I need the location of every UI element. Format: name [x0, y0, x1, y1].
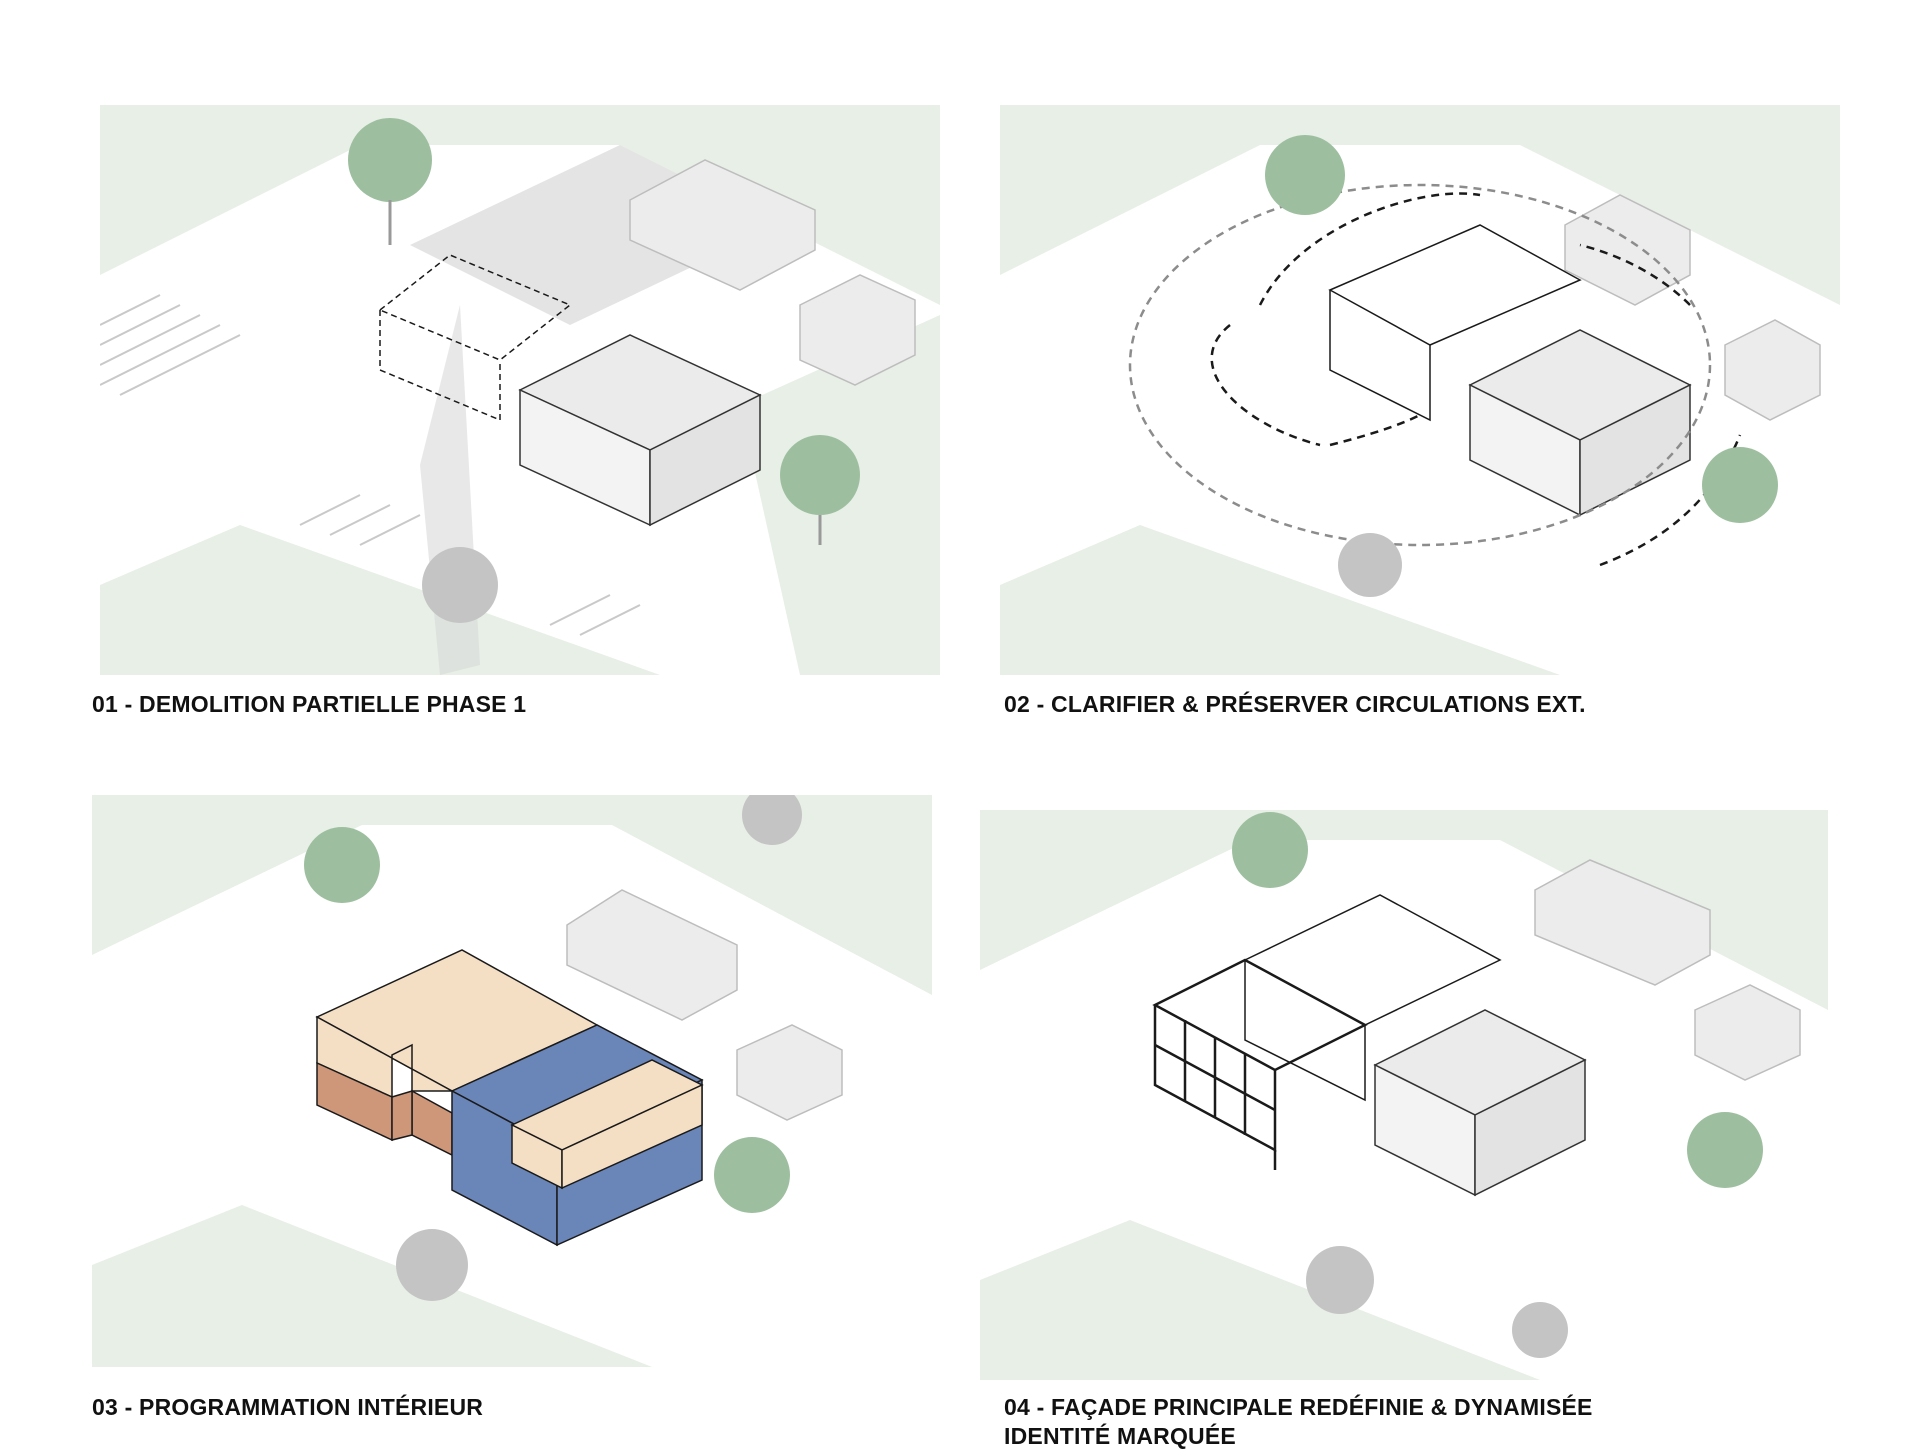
panel-03-caption: 03 - PROGRAMMATION INTÉRIEUR: [92, 1394, 484, 1420]
panel-01-caption: 01 - DEMOLITION PARTIELLE PHASE 1: [92, 691, 527, 717]
panel-04-caption-line-2: IDENTITÉ MARQUÉE: [1004, 1423, 1236, 1449]
diagram-panel-01: [100, 105, 940, 675]
diagram-panel-02: [1000, 105, 1840, 675]
panel-04-caption-line-1: 04 - FAÇADE PRINCIPALE REDÉFINIE & DYNAM…: [1004, 1394, 1593, 1420]
isometric-site-demolition: [100, 105, 940, 675]
isometric-site-circulation: [1000, 105, 1840, 675]
diagram-panel-04: [980, 810, 1828, 1380]
isometric-program-massing: [92, 795, 932, 1367]
isometric-facade-redefinition: [980, 810, 1828, 1380]
panel-02-caption: 02 - CLARIFIER & PRÉSERVER CIRCULATIONS …: [1004, 691, 1586, 717]
diagram-panel-03: [92, 795, 932, 1367]
panel-04-caption: 04 - FAÇADE PRINCIPALE REDÉFINIE & DYNAM…: [1004, 1393, 1593, 1451]
